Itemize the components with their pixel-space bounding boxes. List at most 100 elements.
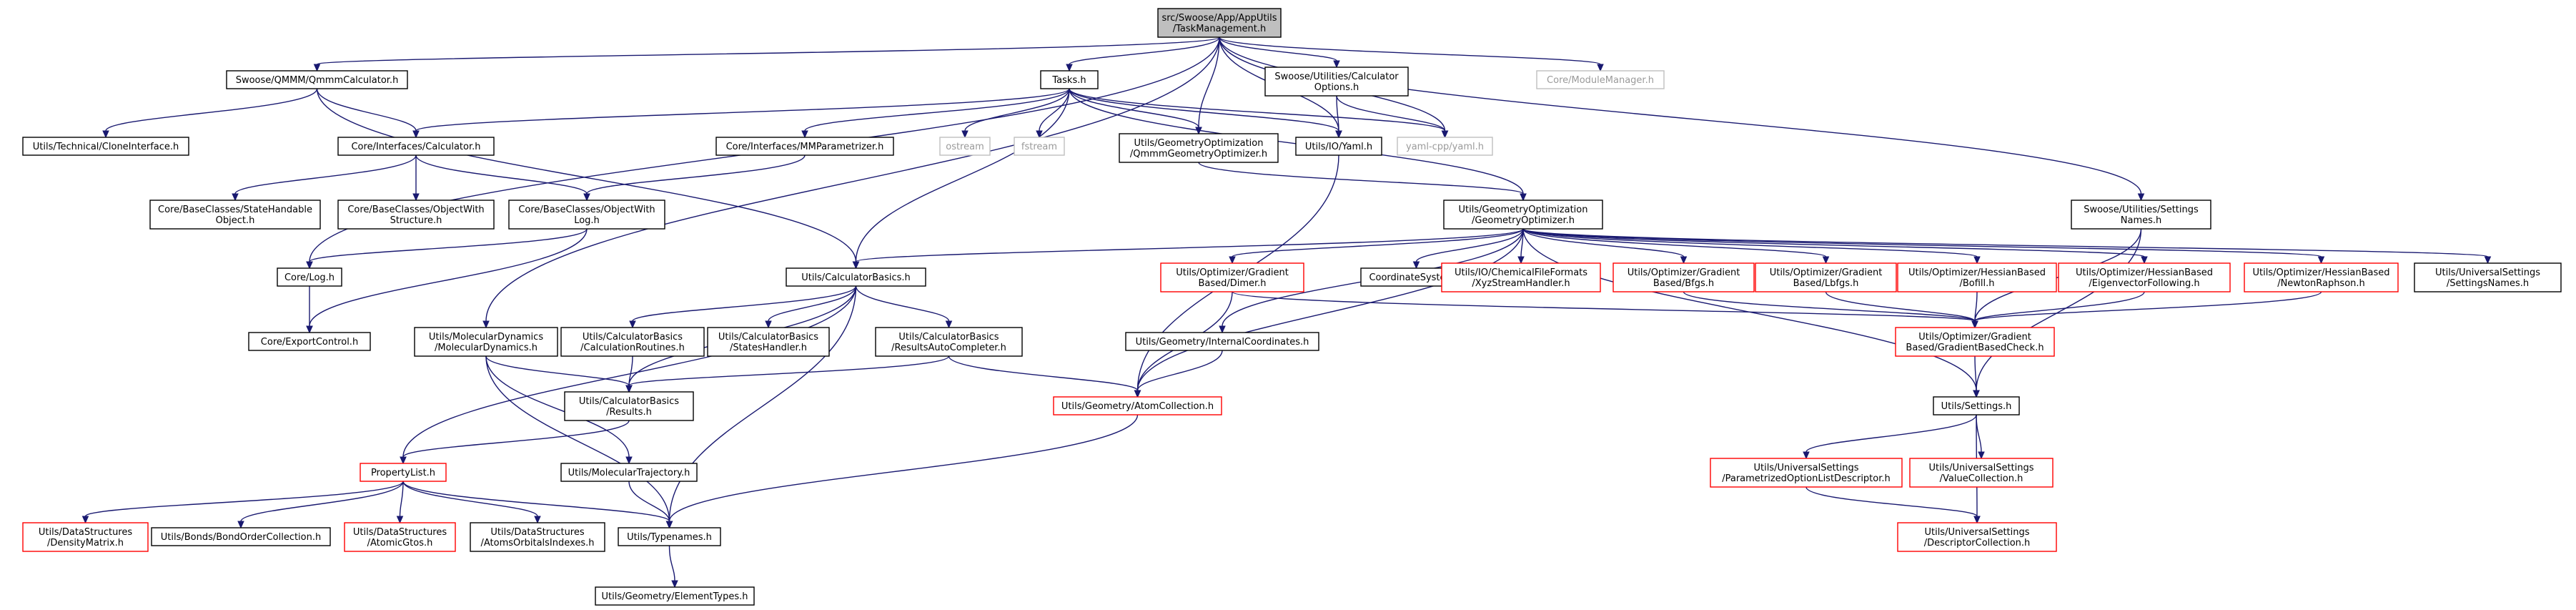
node-qmmm[interactable]: Swoose/QMMM/QmmmCalculator.h: [226, 70, 408, 89]
node-box: [344, 522, 456, 552]
edge-arrowhead: [534, 516, 541, 524]
edge-arrowhead: [665, 521, 673, 529]
node-label: Log.h: [574, 215, 600, 226]
node-usetnames[interactable]: Utils/UniversalSettings/SettingsNames.h: [2414, 262, 2562, 292]
node-elemtypes[interactable]: Utils/Geometry/ElementTypes.h: [595, 586, 755, 606]
node-typenames[interactable]: Utils/Typenames.h: [618, 527, 721, 546]
node-box: [22, 522, 149, 552]
node-moltraj[interactable]: Utils/MolecularTrajectory.h: [560, 463, 698, 482]
node-xyzstream[interactable]: Utils/IO/ChemicalFileFormats/XyzStreamHa…: [1441, 262, 1601, 292]
node-eigfol[interactable]: Utils/Optimizer/HessianBased/Eigenvector…: [2058, 262, 2231, 292]
node-clone[interactable]: Utils/Technical/CloneInterface.h: [22, 137, 189, 156]
node-label: Utils/Optimizer/Gradient: [1770, 267, 1883, 278]
node-newton[interactable]: Utils/Optimizer/HessianBased/NewtonRaphs…: [2244, 262, 2399, 292]
edge-geoopt-to-eigfol: [1522, 228, 2148, 265]
node-settings[interactable]: Utils/Settings.h: [1933, 396, 2020, 415]
edge-qmmmgeo-to-geoopt: [1198, 162, 1527, 202]
node-atomicgtos[interactable]: Utils/DataStructures/AtomicGtos.h: [344, 522, 456, 552]
node-label: Core/Interfaces/Calculator.h: [351, 142, 480, 152]
node-bondorder[interactable]: Utils/Bonds/BondOrderCollection.h: [151, 527, 331, 546]
node-box: [337, 200, 495, 230]
edge-atomcoll-to-typenames: [665, 414, 1139, 529]
node-box: [470, 522, 605, 552]
edge-line: [1232, 291, 1976, 322]
edge-geoopt-to-lbfgs: [1522, 228, 1830, 265]
node-proplist[interactable]: PropertyList.h: [360, 463, 447, 482]
node-aoindexes[interactable]: Utils/DataStructures/AtomsOrbitalsIndexe…: [470, 522, 605, 552]
node-calcroutines[interactable]: Utils/CalculatorBasics/CalculationRoutin…: [560, 327, 705, 357]
node-stateshand[interactable]: Utils/CalculatorBasics/StatesHandler.h: [707, 327, 830, 357]
node-atomcoll[interactable]: Utils/Geometry/AtomCollection.h: [1053, 396, 1222, 415]
edge-line: [402, 285, 857, 458]
node-densmat[interactable]: Utils/DataStructures/DensityMatrix.h: [22, 522, 149, 552]
edge-resauto-to-results: [625, 355, 950, 393]
edge-arrowhead: [625, 456, 633, 465]
node-label: Utils/Optimizer/Gradient: [1918, 332, 2031, 343]
edge-line: [855, 88, 1070, 262]
node-bfgs[interactable]: Utils/Optimizer/GradientBased/Bfgs.h: [1613, 262, 1755, 292]
node-intcoords[interactable]: Utils/Geometry/InternalCoordinates.h: [1125, 332, 1319, 351]
node-calcbasics[interactable]: Utils/CalculatorBasics.h: [786, 267, 926, 287]
node-yamlh[interactable]: Utils/IO/Yaml.h: [1295, 137, 1382, 156]
edge-tasks-to-calculator: [412, 88, 1070, 139]
edge-line: [1069, 36, 1220, 65]
node-bofill[interactable]: Utils/Optimizer/HessianBased/Bofill.h: [1897, 262, 2057, 292]
node-qmmmgeo[interactable]: Utils/GeometryOptimization/QmmmGeometryO…: [1119, 133, 1279, 163]
edge-line: [240, 481, 404, 522]
edge-dimer-to-gradcheck: [1232, 291, 1978, 329]
node-lbfgs[interactable]: Utils/Optimizer/GradientBased/Lbfgs.h: [1755, 262, 1897, 292]
edge-arrowhead: [852, 261, 860, 270]
edge-arrowhead: [1229, 256, 1236, 265]
edge-line: [855, 228, 1524, 262]
node-label: Utils/Typenames.h: [627, 532, 712, 543]
node-moldyn[interactable]: Utils/MolecularDynamics/MolecularDynamic…: [414, 327, 558, 357]
node-calculator[interactable]: Core/Interfaces/Calculator.h: [337, 137, 495, 156]
node-label: Utils/Optimizer/Gradient: [1628, 267, 1740, 278]
edge-arrowhead: [81, 516, 89, 524]
node-setnames_sw[interactable]: Swoose/Utilities/SettingsNames.h: [2071, 200, 2211, 230]
node-desccoll[interactable]: Utils/UniversalSettings/DescriptorCollec…: [1897, 522, 2057, 552]
node-box: [1897, 262, 2057, 292]
node-paramopt[interactable]: Utils/UniversalSettings/ParametrizedOpti…: [1710, 458, 1903, 488]
edge-arrowhead: [961, 130, 969, 139]
edge-line: [234, 154, 417, 195]
node-dimer[interactable]: Utils/Optimizer/GradientBased/Dimer.h: [1160, 262, 1304, 292]
node-gradcheck[interactable]: Utils/Optimizer/GradientBased/GradientBa…: [1895, 327, 2055, 357]
edge-corelog-to-exportctl: [306, 285, 313, 334]
edge-arrowhead: [1680, 256, 1688, 265]
edge-arrowhead: [1971, 320, 1978, 329]
edge-root-to-setnames_sw: [1219, 36, 2145, 202]
node-resauto[interactable]: Utils/CalculatorBasics/ResultsAutoComple…: [875, 327, 1023, 357]
edge-line: [1219, 36, 1601, 65]
node-label: /DescriptorCollection.h: [1924, 538, 2031, 548]
edge-proplist-to-densmat: [81, 481, 404, 524]
node-box: [1160, 262, 1304, 292]
edge-line: [309, 228, 588, 327]
node-results[interactable]: Utils/CalculatorBasics/Results.h: [564, 391, 694, 421]
node-box: [595, 586, 755, 606]
node-corelog[interactable]: Core/Log.h: [277, 267, 342, 287]
node-label: /Results.h: [606, 407, 652, 418]
edge-line: [628, 355, 950, 386]
node-tasks[interactable]: Tasks.h: [1040, 70, 1099, 89]
node-geoopt[interactable]: Utils/GeometryOptimization/GeometryOptim…: [1443, 200, 1603, 230]
edge-qmmm-to-calcbasics: [316, 88, 860, 270]
node-mmparam[interactable]: Core/Interfaces/MMParametrizer.h: [715, 137, 894, 156]
edge-arrowhead: [306, 325, 313, 334]
edge-line: [1415, 228, 1524, 262]
node-exportctl[interactable]: Core/ExportControl.h: [248, 332, 371, 351]
edge-arrowhead: [2317, 256, 2325, 265]
edge-settings-to-paramopt: [1803, 414, 1977, 460]
edge-line: [1522, 228, 2322, 257]
node-box: [1397, 137, 1493, 156]
edge-tasks-to-qmmmgeo: [1069, 88, 1202, 135]
edge-gradcheck-to-settings: [1973, 355, 1980, 398]
edge-arrowhead: [625, 385, 633, 393]
node-valcoll[interactable]: Utils/UniversalSettings/ValueCollection.…: [1909, 458, 2054, 488]
edge-mmparam-to-objlog: [583, 154, 806, 202]
edge-line: [668, 414, 1139, 522]
